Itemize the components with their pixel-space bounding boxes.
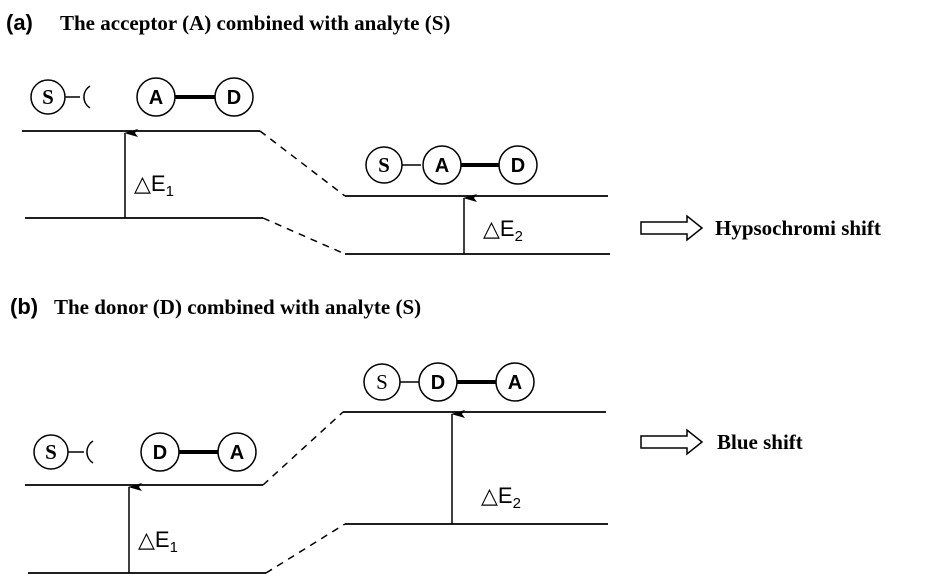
panel-a-label: (a) xyxy=(6,10,33,35)
panel-b: (b) The donor (D) combined with analyte … xyxy=(10,294,803,574)
dashed-connector xyxy=(262,411,344,486)
analyte-free-a: S xyxy=(30,79,91,115)
acceptor-donor-pair-a: A D xyxy=(136,77,254,117)
panel-a-title: The acceptor (A) combined with analyte (… xyxy=(60,11,450,35)
panel-b-label: (b) xyxy=(10,294,38,319)
delta-e1-label: △E1 xyxy=(134,171,174,200)
svg-text:D: D xyxy=(431,372,445,394)
svg-text:S: S xyxy=(376,370,388,394)
delta-e2-label: △E2 xyxy=(481,483,521,512)
dashed-connector xyxy=(262,217,346,255)
svg-text:A: A xyxy=(508,372,522,394)
result-label-b: Blue shift xyxy=(717,430,803,454)
panel-b-title: The donor (D) combined with analyte (S) xyxy=(54,295,421,319)
receptor-site-icon xyxy=(83,85,91,109)
svg-text:A: A xyxy=(149,87,163,109)
svg-text:S: S xyxy=(378,153,390,177)
svg-text:D: D xyxy=(153,442,167,464)
donor-acceptor-pair-b: D A xyxy=(140,432,257,472)
dashed-connector xyxy=(265,523,346,574)
svg-text:S: S xyxy=(45,440,57,464)
dashed-connector xyxy=(259,130,346,197)
svg-text:S: S xyxy=(42,85,54,109)
result-label-a: Hypsochromi shift xyxy=(715,216,881,240)
delta-e1-label: △E1 xyxy=(138,527,178,556)
bound-complex-a: S A D xyxy=(365,145,538,185)
svg-text:A: A xyxy=(230,442,244,464)
panel-a: (a) The acceptor (A) combined with analy… xyxy=(6,10,881,255)
hollow-arrow-icon xyxy=(640,214,704,242)
svg-text:D: D xyxy=(227,87,241,109)
svg-text:A: A xyxy=(435,155,449,177)
receptor-site-icon xyxy=(86,440,94,464)
svg-text:D: D xyxy=(511,155,525,177)
hollow-arrow-icon xyxy=(640,428,704,456)
delta-e2-label: △E2 xyxy=(483,216,523,245)
analyte-free-b: S xyxy=(33,434,94,470)
bound-complex-b: S D A xyxy=(363,362,535,402)
